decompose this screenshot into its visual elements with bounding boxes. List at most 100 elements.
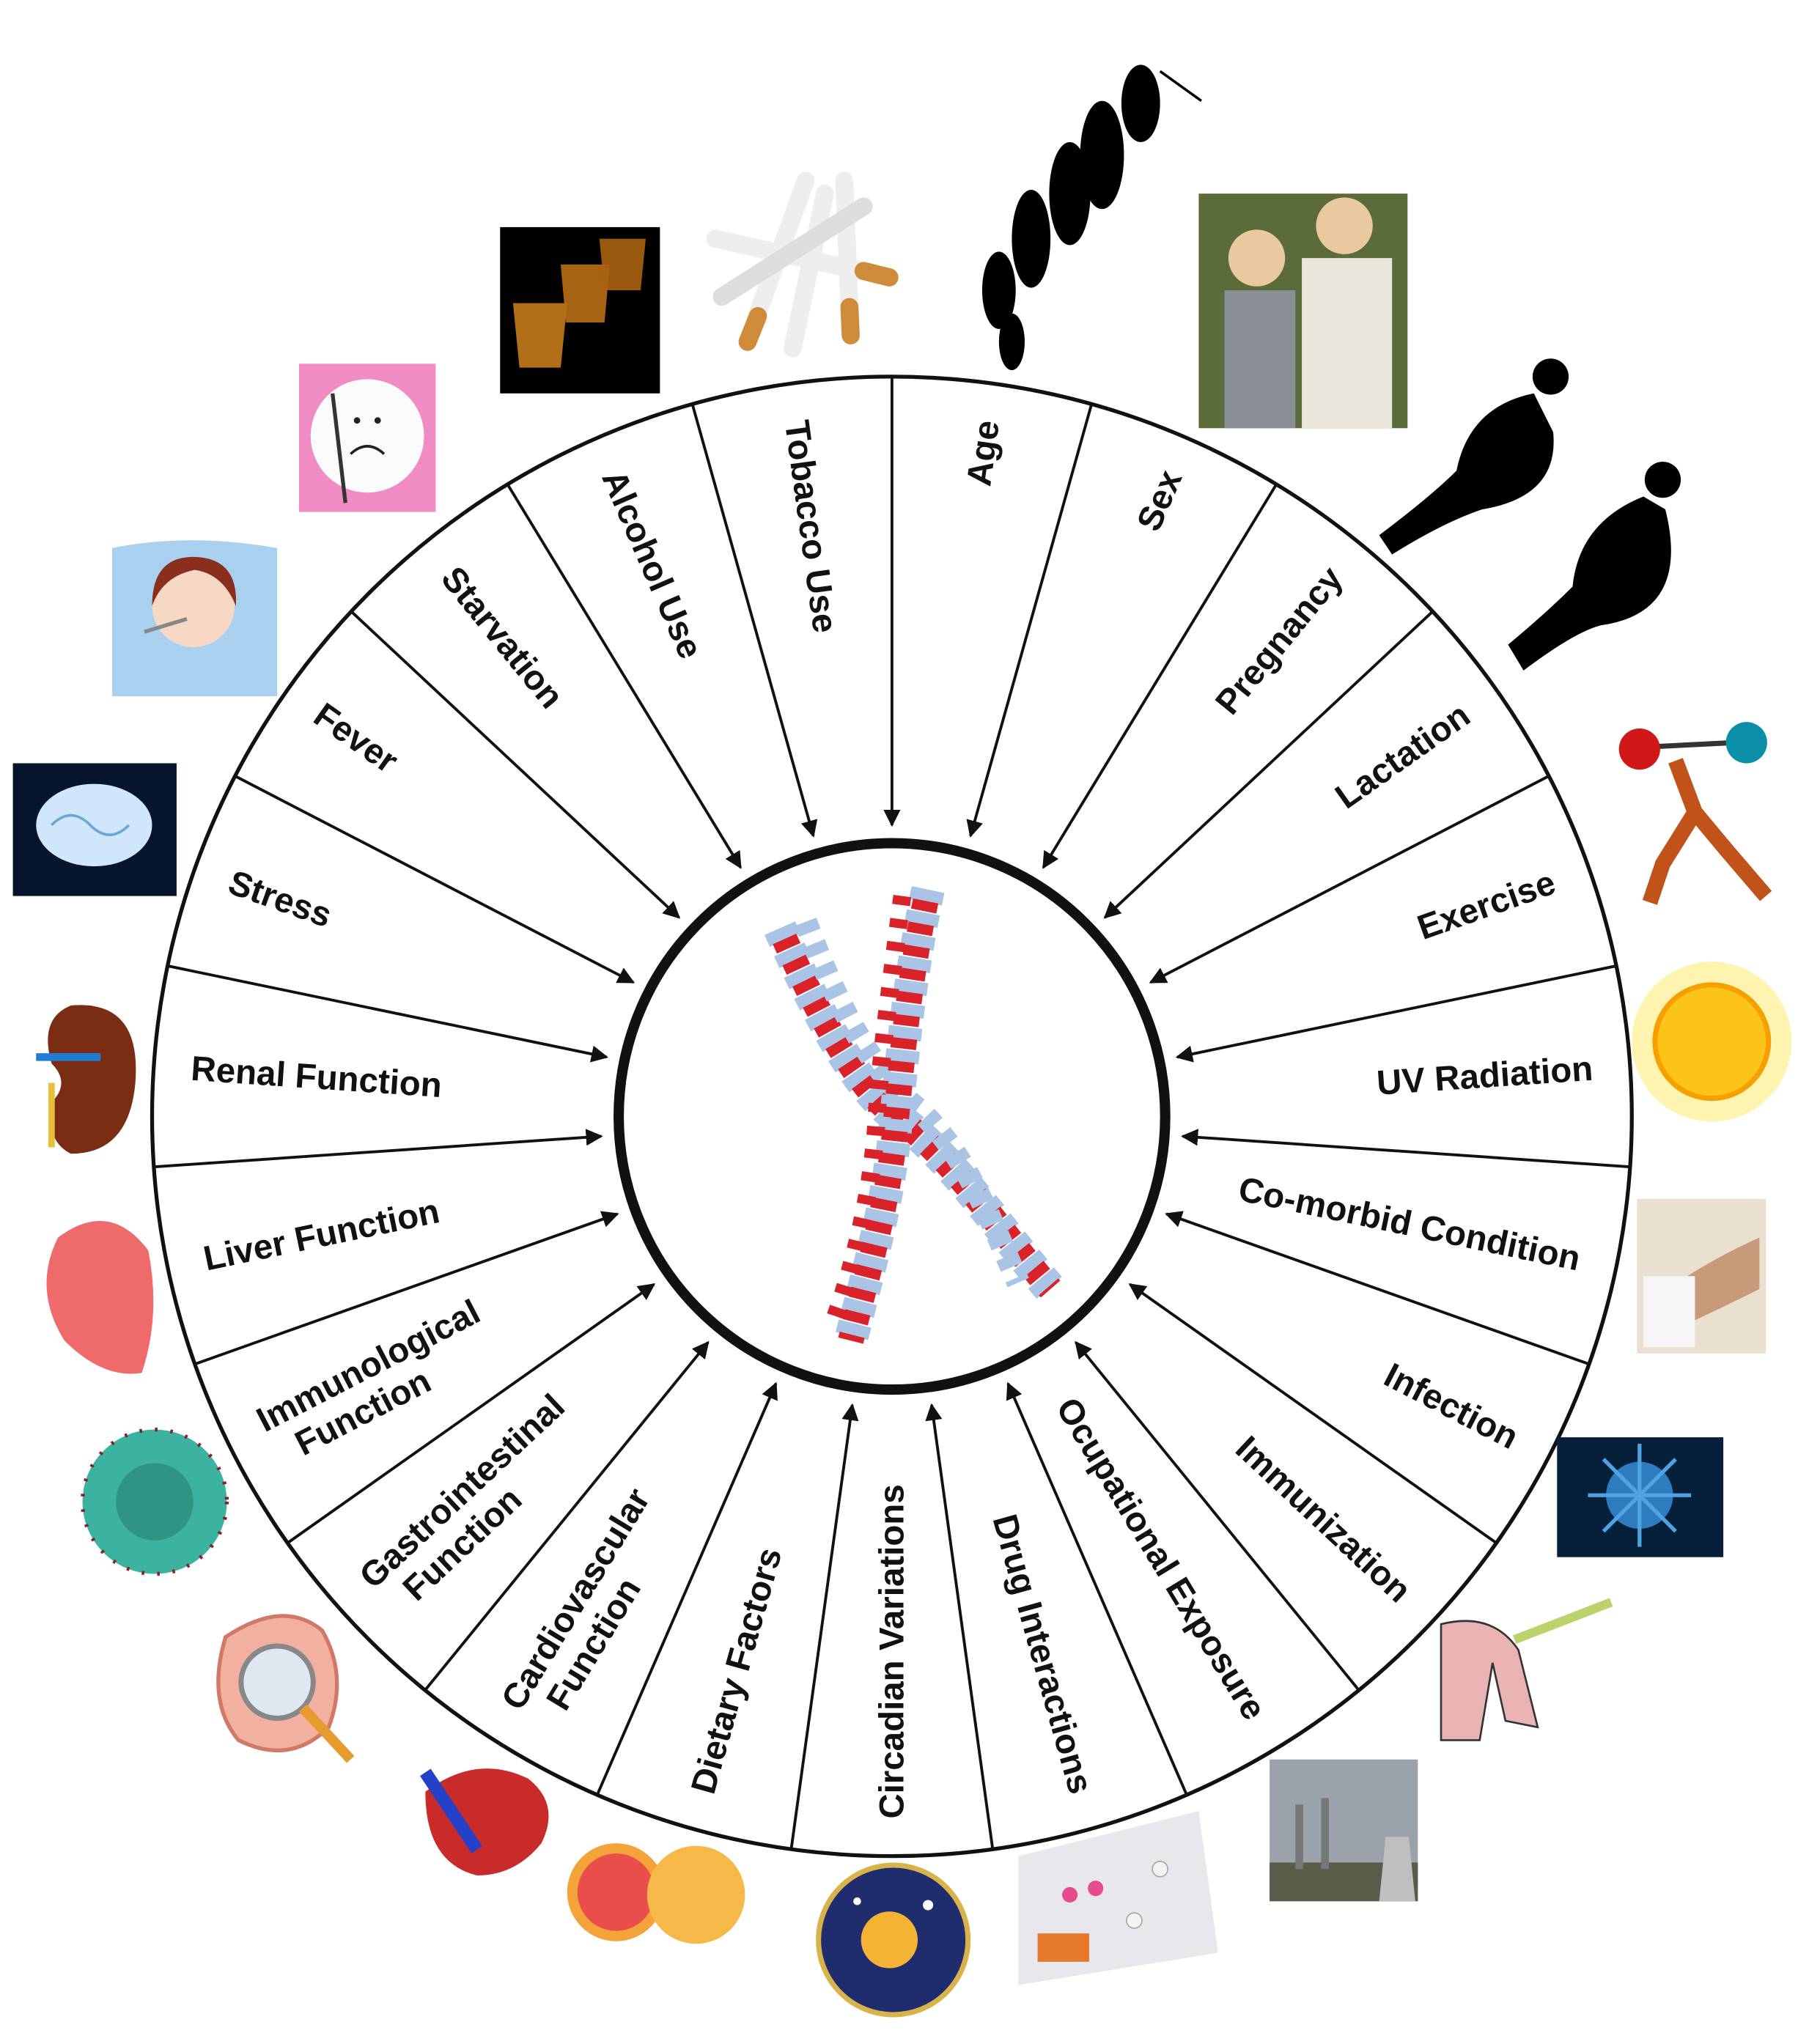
factor-label: Stress	[224, 863, 337, 936]
liver-image	[46, 1220, 154, 1374]
arrow-spoke	[1181, 1129, 1631, 1169]
factor-label: Starvation	[433, 559, 571, 716]
factor-label-line: UV Radiation	[1376, 1049, 1594, 1103]
factor-label-line: Pregnancy	[1208, 559, 1351, 722]
arrow-spoke	[234, 775, 635, 984]
kidney-image	[36, 1005, 136, 1154]
factor-label-group: Circadian Variations	[873, 1484, 912, 1818]
alcohol-glasses-image	[500, 226, 660, 394]
factor-label: Fever	[306, 696, 405, 781]
gastrointestinal-intestine-image	[216, 1614, 355, 1763]
factor-label: Exercise	[1412, 863, 1561, 948]
factor-label: Pregnancy	[1208, 559, 1351, 722]
stress-brain-image	[12, 763, 177, 896]
chromosome-image	[764, 886, 1064, 1345]
arrow-spoke	[1149, 775, 1550, 984]
arrow-spoke	[1103, 610, 1434, 919]
drug-pills-photo	[1018, 1811, 1218, 1985]
arrow-spoke	[287, 1283, 656, 1544]
factor-label-line: Infection	[1378, 1356, 1525, 1457]
factor-label-line: Stress	[224, 863, 337, 936]
factor-label: Infection	[1378, 1356, 1525, 1457]
factor-label-group: Tobacco Use	[777, 418, 844, 635]
dietary-grapefruit-image	[567, 1843, 745, 1944]
infection-virus-image	[1557, 1437, 1724, 1557]
arrow-spoke	[595, 1381, 778, 1796]
factor-label-group: ImmunologicalFunction	[251, 1292, 504, 1474]
factor-label-group: Age	[959, 418, 1007, 488]
factor-label-group: Alcohol Use	[594, 465, 710, 665]
factor-label-line: Renal Function	[190, 1049, 443, 1105]
sex-children-photo	[1198, 193, 1408, 429]
age-silhouettes-image	[981, 64, 1202, 371]
factor-label-line: Dietary Factors	[684, 1543, 789, 1798]
factor-label-group: Lactation	[1328, 696, 1477, 816]
factor-label: Lactation	[1328, 696, 1477, 816]
inner-ring	[614, 838, 1171, 1395]
factor-label: Tobacco Use	[777, 418, 844, 635]
factor-label: Ocupational Exposure	[1048, 1391, 1273, 1727]
starvation-plate-image	[298, 364, 436, 512]
arrow-spoke	[789, 1403, 859, 1850]
factor-label-group: Renal Function	[190, 1049, 443, 1105]
factor-label-line: Lactation	[1328, 696, 1477, 816]
factor-label-line: Ocupational Exposure	[1048, 1391, 1273, 1727]
factor-label-group: Exercise	[1412, 863, 1561, 948]
factor-label-line: Co-morbid Condition	[1235, 1170, 1583, 1278]
factor-label: ImmunologicalFunction	[251, 1292, 504, 1474]
arrow-spoke	[350, 610, 681, 919]
circadian-sun-moon-image	[816, 1862, 971, 2018]
factor-label-line: Starvation	[433, 559, 571, 716]
factor-label-line: Sex	[1130, 464, 1190, 536]
factor-label-group: Infection	[1378, 1356, 1525, 1457]
factor-label-group: Dietary Factors	[684, 1543, 789, 1798]
factor-label-group: Fever	[306, 696, 405, 781]
factor-label-group: UV Radiation	[1376, 1049, 1594, 1103]
factor-label-line: Tobacco Use	[777, 418, 844, 635]
factor-label: Renal Function	[190, 1049, 443, 1105]
exercise-weightlifter-image	[1618, 722, 1772, 905]
arrow-spoke	[966, 403, 1094, 838]
factor-label: UV Radiation	[1376, 1049, 1594, 1103]
factor-label: Liver Function	[200, 1192, 443, 1278]
factor-label-group: Immunization	[1228, 1429, 1418, 1611]
comorbid-iv-hand-photo	[1637, 1198, 1766, 1354]
factor-label: Circadian Variations	[873, 1484, 912, 1818]
factor-label-group: Liver Function	[200, 1192, 443, 1278]
tobacco-cigarettes-image	[706, 171, 899, 358]
factor-label-group: Stress	[224, 863, 337, 936]
cardiovascular-heart-image	[419, 1768, 549, 1876]
factor-label-group: CardiovascularFunction	[494, 1482, 691, 1737]
arrow-spoke	[167, 964, 609, 1063]
immunological-virus-image	[80, 1427, 229, 1576]
factor-label: Co-morbid Condition	[1235, 1170, 1583, 1278]
arrow-spoke	[153, 1129, 603, 1169]
arrow-spoke	[506, 483, 743, 869]
factor-label: Age	[959, 418, 1007, 488]
arrow-spoke	[1042, 483, 1278, 869]
factor-label-line: Alcohol Use	[594, 465, 710, 665]
factor-label-line: Liver Function	[200, 1192, 443, 1278]
arrow-spoke	[1175, 964, 1617, 1063]
arrow-spoke	[1006, 1381, 1188, 1796]
factor-label-group: Sex	[1130, 464, 1190, 536]
pregnancy-silhouettes-image	[1379, 358, 1681, 671]
arrow-spoke	[1128, 1283, 1497, 1544]
arrow-spoke	[1165, 1211, 1590, 1366]
spokes	[153, 376, 1631, 1850]
immunization-arm-syringe-image	[1440, 1598, 1613, 1741]
arrow-spoke	[925, 1403, 995, 1850]
arrow-spoke	[194, 1211, 619, 1366]
factor-label-line: Circadian Variations	[873, 1484, 912, 1818]
factor-label-line: Age	[959, 418, 1007, 488]
factor-label: CardiovascularFunction	[494, 1482, 691, 1737]
factor-label-group: Pregnancy	[1208, 559, 1351, 722]
factor-label-group: Starvation	[433, 559, 571, 716]
fever-sick-person-image	[111, 540, 278, 697]
uv-sun-image	[1632, 962, 1792, 1122]
factor-label: Alcohol Use	[594, 465, 710, 665]
factor-label: Sex	[1130, 464, 1190, 536]
factor-label-line: Immunization	[1228, 1429, 1418, 1611]
